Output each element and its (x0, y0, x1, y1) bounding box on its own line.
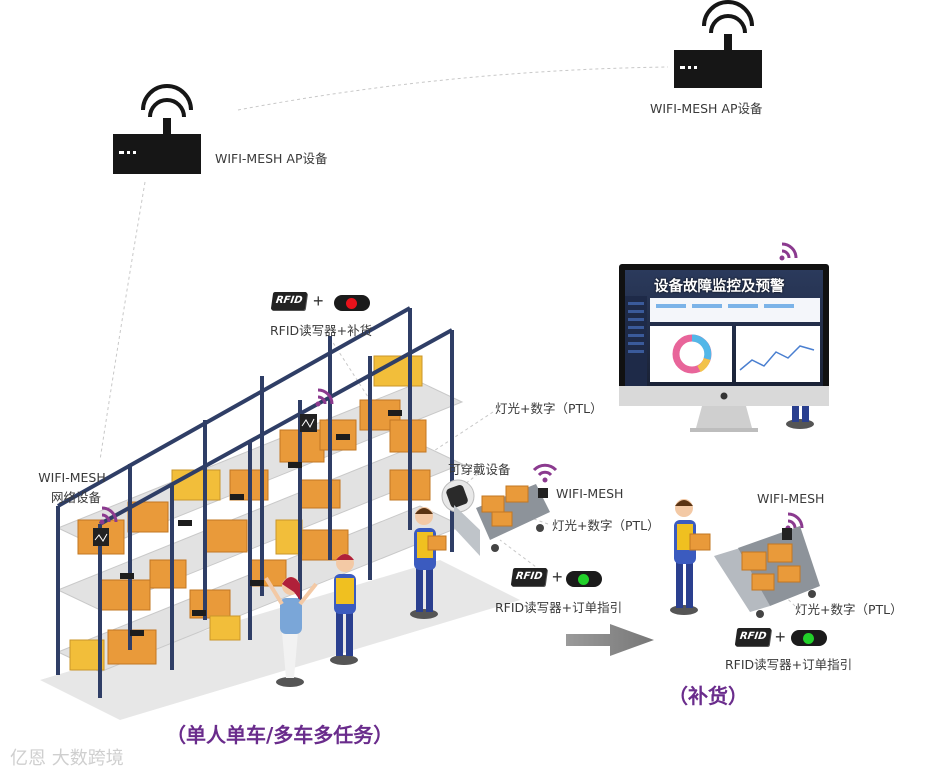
link-cart-rfid (499, 539, 541, 571)
label-mesh-right: WIFI-MESH (757, 491, 825, 506)
rack-device (300, 414, 317, 432)
caption-single-multi-cart: （单人单车/多车多任务） (166, 723, 394, 747)
green-dot-icon (803, 633, 814, 644)
link-ap-left-to-ap-right (237, 66, 669, 111)
rfid-reader-icon: RFID (734, 628, 772, 646)
screen-title: 设备故障监控及预警 (654, 279, 785, 295)
wearable-device (441, 479, 475, 513)
red-indicator-light (334, 295, 370, 311)
rfid-reader-icon: RFID (510, 568, 548, 586)
worker-man-vest (330, 554, 358, 665)
link-ap-left-to-network (99, 181, 146, 461)
label-ptl-right: 灯光+数字（PTL） (795, 602, 903, 617)
flow-arrow (566, 624, 654, 656)
label-rfid-order-right: RFID读写器+订单指引 (725, 657, 853, 672)
label-ptl-top: 灯光+数字（PTL） (495, 401, 603, 416)
plus-sign: + (552, 567, 563, 587)
shelving-racks (40, 306, 520, 720)
label-mesh-cart: WIFI-MESH (556, 486, 624, 501)
link-rfid-to-rack (329, 337, 371, 401)
router-top-right (674, 0, 762, 88)
mesh-network-device (93, 528, 109, 546)
green-indicator-light (566, 571, 602, 587)
worker-woman (264, 576, 318, 687)
label-rfid-order-cart: RFID读写器+订单指引 (495, 600, 623, 615)
red-dot-icon (346, 298, 357, 309)
label-wearable: 可穿戴设备 (448, 462, 511, 477)
label-mesh-net-1: WIFI-MESH (38, 470, 106, 485)
worker-restock (670, 499, 711, 615)
rfid-reader-icon: RFID (270, 292, 308, 310)
wifi-signal-icon (99, 242, 804, 531)
label-ap-top-right: WIFI-MESH AP设备 (650, 101, 763, 116)
picking-cart-middle (454, 484, 550, 556)
router-left (113, 84, 201, 174)
monitoring-display (619, 264, 829, 432)
label-mesh-net-2: 网络设备 (50, 490, 102, 505)
label-ap-left: WIFI-MESH AP设备 (215, 151, 328, 166)
watermark: 亿恩 大数跨境 (10, 748, 124, 769)
green-dot-icon (578, 574, 589, 585)
picking-cart-right (714, 526, 820, 618)
green-indicator-light (791, 630, 827, 646)
label-rfid-restock-top: RFID读写器+补货 (270, 323, 373, 338)
plus-sign: + (313, 291, 324, 311)
label-ptl-cart: 灯光+数字（PTL） (552, 518, 660, 533)
caption-restock: （补货） (668, 684, 748, 708)
plus-sign: + (775, 627, 786, 647)
worker-carrying-box (410, 507, 447, 619)
